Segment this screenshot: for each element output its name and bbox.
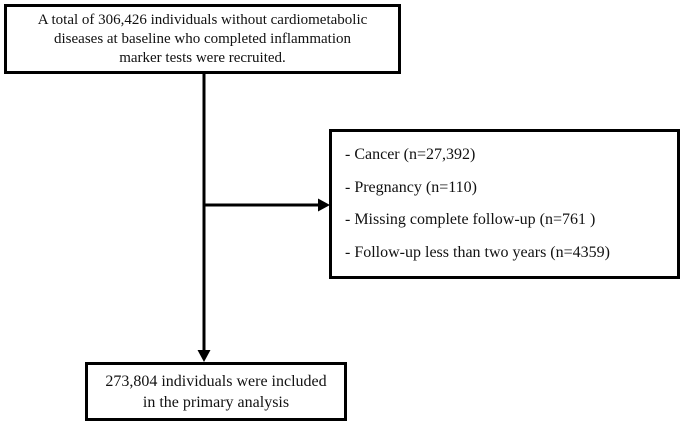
recruitment-box-line-1: A total of 306,426 individuals without c… xyxy=(37,11,368,28)
exclusion-box: - Cancer (n=27,392) - Pregnancy (n=110) … xyxy=(329,129,680,279)
exclusion-item-pregnancy: - Pregnancy (n=110) xyxy=(345,178,477,196)
exclusion-item-missing-followup: - Missing complete follow-up (n=761 ) xyxy=(345,211,596,229)
recruitment-box-line-3: marker tests were recruited. xyxy=(119,49,286,66)
recruitment-box: A total of 306,426 individuals without c… xyxy=(4,4,401,74)
vertical-arrowhead xyxy=(197,350,211,362)
exclusion-item-cancer: - Cancer (n=27,392) xyxy=(345,145,476,163)
analysis-box: 273,804 individuals were included in the… xyxy=(85,362,347,421)
recruitment-box-line-2: diseases at baseline who completed infla… xyxy=(54,30,351,47)
analysis-box-line-1: 273,804 individuals were included xyxy=(105,372,327,390)
analysis-box-line-2: in the primary analysis xyxy=(142,393,290,411)
horizontal-arrowhead xyxy=(318,198,330,212)
exclusion-item-short-followup: - Follow-up less than two years (n=4359) xyxy=(345,244,610,262)
